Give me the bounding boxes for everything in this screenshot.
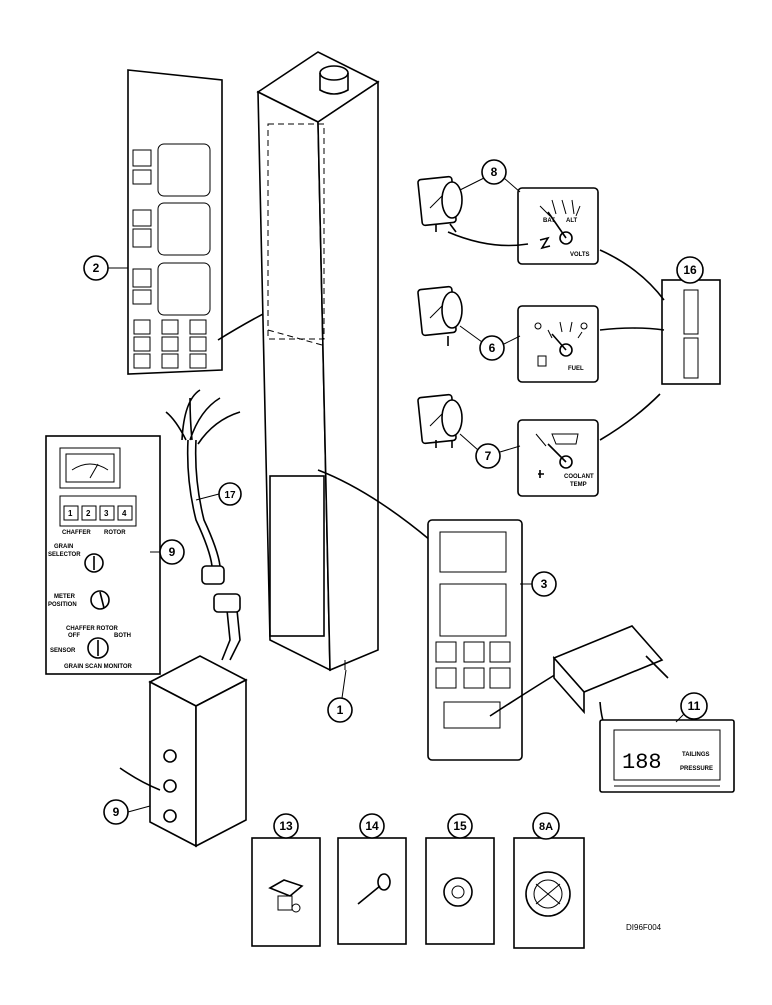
svg-text:8A: 8A bbox=[539, 821, 553, 833]
callout-14: 14 bbox=[359, 813, 385, 839]
svg-text:9: 9 bbox=[113, 805, 120, 819]
rotor-label: ROTOR bbox=[104, 530, 126, 536]
monitor-button-2: 2 bbox=[86, 509, 91, 518]
part-14-box bbox=[337, 837, 407, 945]
bat-label: BAT bbox=[543, 218, 555, 224]
callout-6: 6 bbox=[459, 325, 521, 361]
svg-text:3: 3 bbox=[541, 577, 548, 591]
tailings-label: TAILINGS bbox=[682, 752, 710, 758]
meter-position-label-1: METER bbox=[54, 594, 76, 600]
callout-2: 2 bbox=[83, 255, 128, 281]
svg-text:1: 1 bbox=[337, 703, 344, 717]
grain-selector-label-2: SELECTOR bbox=[48, 552, 81, 558]
svg-text:17: 17 bbox=[224, 490, 236, 501]
grain-scan-monitor-9: 1 2 3 4 CHAFFER ROTOR GRAIN SELECTOR MET… bbox=[45, 435, 161, 675]
callout-15: 15 bbox=[447, 813, 473, 839]
callout-9-top: 9 bbox=[150, 539, 185, 565]
both-label: BOTH bbox=[114, 633, 131, 639]
callout-9-bottom: 9 bbox=[103, 799, 151, 825]
callout-11: 11 bbox=[675, 692, 708, 723]
coolant-gauge-7: COOLANT TEMP bbox=[417, 393, 599, 497]
svg-text:14: 14 bbox=[365, 819, 379, 833]
figure-code: DI96F004 bbox=[626, 923, 662, 932]
volts-gauge-8: BAT ALT VOLTS bbox=[417, 175, 599, 265]
coolant-label-1: COOLANT bbox=[564, 474, 594, 480]
chaffer-label: CHAFFER bbox=[62, 530, 91, 536]
off-label: OFF bbox=[68, 633, 80, 639]
monitor-button-3: 3 bbox=[104, 509, 109, 518]
console-post-1 bbox=[256, 51, 431, 672]
decal-strip-16 bbox=[599, 249, 721, 441]
callout-7: 7 bbox=[459, 433, 521, 469]
monitor-button-1: 1 bbox=[68, 509, 73, 518]
callout-16: 16 bbox=[676, 256, 704, 284]
part-8a-box bbox=[513, 837, 585, 949]
callout-8: 8 bbox=[459, 159, 521, 193]
monitor-title: GRAIN SCAN MONITOR bbox=[64, 664, 133, 670]
fuel-label: FUEL bbox=[568, 366, 584, 372]
grain-selector-label-1: GRAIN bbox=[54, 544, 73, 550]
callout-17: 17 bbox=[195, 482, 242, 506]
svg-text:13: 13 bbox=[279, 819, 293, 833]
decal-panel-2 bbox=[127, 69, 291, 375]
part-13-box bbox=[251, 837, 321, 947]
callout-13: 13 bbox=[273, 813, 299, 839]
display-digits: 188 bbox=[622, 750, 662, 775]
callout-1: 1 bbox=[327, 669, 353, 723]
svg-text:9: 9 bbox=[169, 545, 176, 559]
callouts: 2 8 6 7 16 17 bbox=[83, 159, 708, 840]
alt-label: ALT bbox=[566, 218, 578, 224]
volts-label: VOLTS bbox=[570, 252, 590, 258]
fuel-gauge-6: FUEL bbox=[417, 285, 599, 383]
svg-text:16: 16 bbox=[683, 263, 697, 277]
monitor-box-9 bbox=[119, 655, 248, 848]
part-15-box bbox=[425, 837, 495, 945]
meter-position-label-2: POSITION bbox=[48, 602, 77, 608]
chaffer-rotor-label: CHAFFER ROTOR bbox=[66, 626, 119, 632]
svg-text:15: 15 bbox=[453, 819, 467, 833]
digital-display-11: 188 TAILINGS PRESSURE bbox=[552, 625, 735, 793]
svg-text:2: 2 bbox=[93, 261, 100, 275]
svg-text:7: 7 bbox=[485, 449, 492, 463]
console-decal-3 bbox=[427, 519, 567, 761]
pressure-label: PRESSURE bbox=[680, 766, 713, 772]
wiring-harness-17 bbox=[165, 389, 241, 661]
callout-8a: 8A bbox=[532, 812, 560, 840]
svg-text:8: 8 bbox=[491, 165, 498, 179]
coolant-label-2: TEMP bbox=[570, 482, 587, 488]
monitor-button-4: 4 bbox=[122, 509, 127, 518]
svg-text:11: 11 bbox=[688, 699, 701, 713]
sensor-label: SENSOR bbox=[50, 648, 76, 654]
monitor-buttons: 1 2 3 4 bbox=[63, 505, 133, 521]
callout-3: 3 bbox=[520, 571, 557, 597]
svg-text:6: 6 bbox=[489, 341, 496, 355]
